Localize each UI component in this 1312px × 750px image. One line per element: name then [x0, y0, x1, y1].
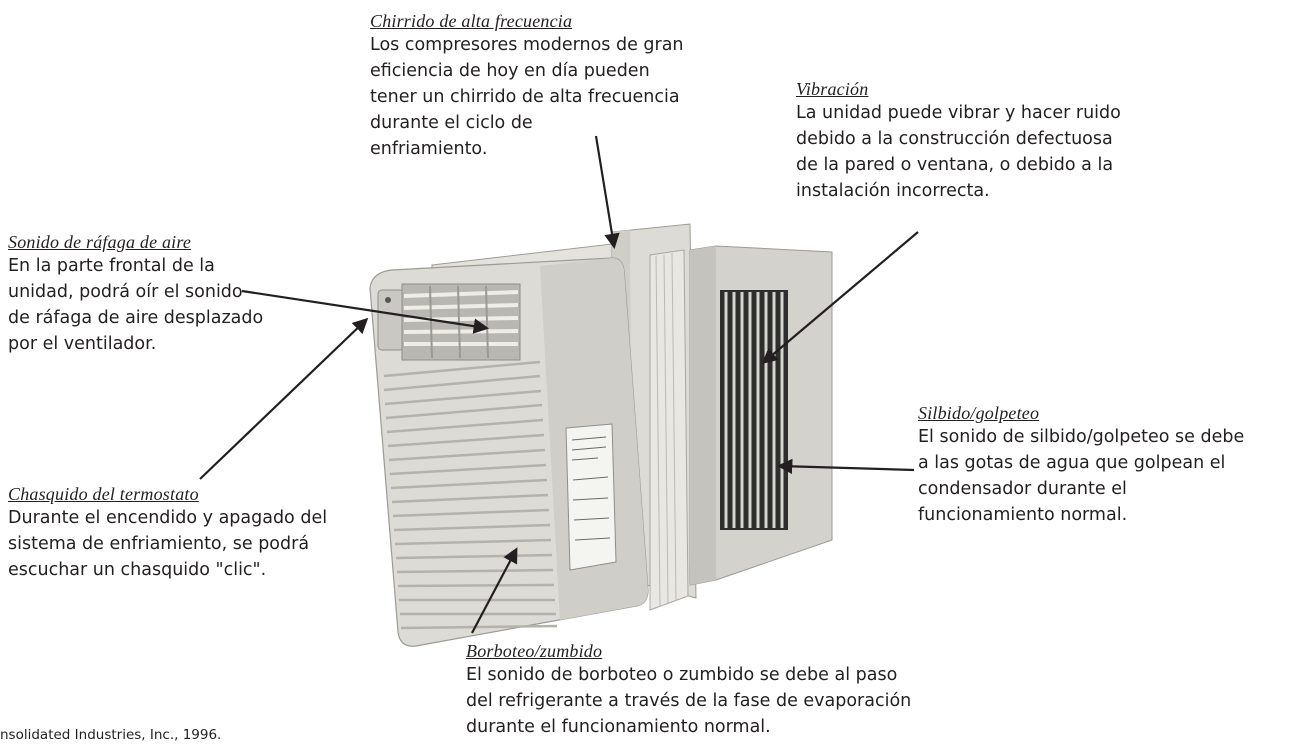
callout-title: Borboteo/zumbido — [466, 641, 603, 661]
callout-line: durante el ciclo de — [370, 113, 533, 133]
callout-line: a las gotas de agua que golpean el — [918, 453, 1226, 473]
arrow-air-rush — [241, 289, 490, 334]
arrow-high-freq — [594, 135, 620, 250]
model-label — [565, 423, 617, 571]
callout-line: Durante el encendido y apagado del — [8, 508, 328, 528]
condenser-grille-slats — [724, 292, 784, 528]
callout-line: enfriamiento. — [370, 139, 488, 159]
callout-line: debido a la construcción defectuosa — [796, 129, 1113, 149]
callout-body: El sonido de silbido/golpeteo se debe a … — [918, 424, 1244, 528]
condenser-grille — [720, 290, 788, 530]
arrow-gurgle — [471, 547, 518, 634]
callout-line: condensador durante el — [918, 479, 1127, 499]
callout-line: de ráfaga de aire desplazado — [8, 308, 264, 328]
callout-body: El sonido de borboteo o zumbido se debe … — [466, 662, 911, 740]
callout-line: escuchar un chasquido "clic". — [8, 560, 267, 580]
callout-body: Los compresores modernos de gran eficien… — [370, 32, 684, 162]
intake-grille — [383, 360, 558, 630]
arrow-hiss-knock — [776, 458, 915, 475]
callout-line: del refrigerante a través de la fase de … — [466, 691, 912, 711]
callout-line: instalación incorrecta. — [796, 181, 990, 201]
callout-hiss-knock: Silbido/golpeteo El sonido de silbido/go… — [918, 402, 1244, 528]
callout-line: funcionamiento normal. — [918, 505, 1128, 525]
callout-line: La unidad puede vibrar y hacer ruido — [796, 103, 1121, 123]
callout-thermostat-click: Chasquido del termostato Durante el ence… — [8, 483, 327, 583]
front-body — [369, 257, 649, 647]
callout-gurgle-hum: Borboteo/zumbido El sonido de borboteo o… — [466, 640, 911, 740]
callout-title: Silbido/golpeteo — [918, 403, 1040, 423]
arrow-vibration — [761, 231, 919, 364]
callout-vibration: Vibración La unidad puede vibrar y hacer… — [796, 78, 1121, 204]
callout-line: por el ventilador. — [8, 334, 157, 354]
callout-title: Vibración — [796, 79, 869, 99]
callout-body: La unidad puede vibrar y hacer ruido deb… — [796, 100, 1121, 204]
callout-line: eficiencia de hoy en día pueden — [370, 61, 650, 81]
callout-line: El sonido de borboteo o zumbido se debe … — [466, 665, 898, 685]
arrow-thermostat — [199, 317, 369, 480]
callout-line: unidad, podrá oír el sonido — [8, 282, 243, 302]
callout-title: Chasquido del termostato — [8, 484, 199, 504]
callout-line: Los compresores modernos de gran — [370, 35, 684, 55]
callout-title: Chirrido de alta frecuencia — [370, 11, 573, 31]
callout-body: Durante el encendido y apagado del siste… — [8, 505, 327, 583]
callout-air-rush: Sonido de ráfaga de aire En la parte fro… — [8, 231, 263, 357]
control-panel — [377, 289, 405, 351]
callout-body: En la parte frontal de la unidad, podrá … — [8, 253, 263, 357]
callout-high-frequency-chirp: Chirrido de alta frecuencia Los compreso… — [370, 10, 684, 162]
copyright-footer: nsolidated Industries, Inc., 1996. — [0, 727, 222, 743]
callout-line: durante el funcionamiento normal. — [466, 717, 771, 737]
callout-title: Sonido de ráfaga de aire — [8, 232, 192, 252]
callout-line: El sonido de silbido/golpeteo se debe — [918, 427, 1245, 447]
air-louvers — [401, 283, 521, 361]
callout-line: de la pared o ventana, o debido a la — [796, 155, 1114, 175]
callout-line: tener un chirrido de alta frecuencia — [370, 87, 680, 107]
callout-line: sistema de enfriamiento, se podrá — [8, 534, 310, 554]
rear-cabinet — [689, 245, 833, 586]
callout-line: En la parte frontal de la — [8, 256, 215, 276]
